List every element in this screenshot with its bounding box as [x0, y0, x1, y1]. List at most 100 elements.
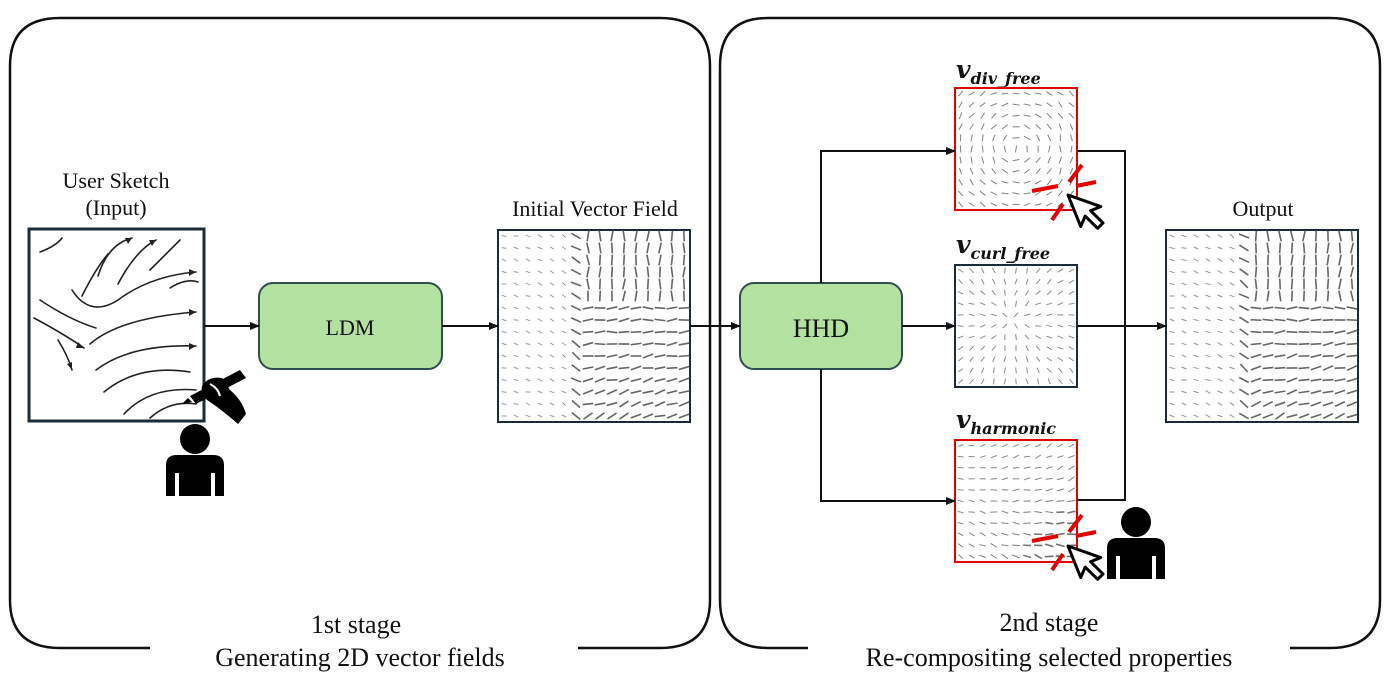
vector-glyph [1046, 112, 1053, 119]
vector-glyph [622, 254, 626, 266]
vector-glyph [968, 532, 975, 537]
vector-glyph [1349, 242, 1355, 254]
vector-glyph [1250, 330, 1262, 334]
vector-glyph [991, 334, 997, 340]
vector-glyph [1238, 256, 1250, 264]
vector-glyph [513, 342, 519, 346]
vector-glyph [1229, 390, 1235, 394]
vector-glyph [992, 278, 996, 285]
vector-glyph [1229, 378, 1235, 382]
vector-glyph [1001, 92, 1009, 95]
vector-glyph [969, 279, 974, 285]
vector-glyph [654, 366, 666, 370]
vector-glyph [1326, 290, 1330, 302]
vector-glyph [583, 412, 593, 420]
vector-glyph [654, 306, 666, 310]
vector-glyph [1068, 357, 1075, 362]
vector-glyph [1346, 364, 1358, 372]
vector-glyph [1217, 342, 1223, 346]
vector-glyph [1229, 257, 1235, 263]
vector-glyph [1262, 390, 1274, 394]
vector-glyph [1056, 477, 1064, 481]
vector-glyph [1035, 124, 1042, 130]
vector-glyph [1004, 289, 1006, 296]
vector-glyph [1286, 377, 1298, 383]
vector-glyph [1045, 532, 1054, 536]
vector-glyph [1217, 354, 1223, 358]
vector-glyph [1035, 168, 1041, 175]
vector-glyph [1002, 443, 1008, 448]
vector-glyph [1314, 254, 1318, 266]
vector-glyph [1057, 443, 1064, 448]
vector-glyph [1266, 266, 1270, 278]
vector-glyph [1193, 234, 1199, 238]
vector-glyph [1262, 354, 1274, 358]
vector-glyph [1314, 290, 1318, 302]
vector-glyph [1169, 378, 1175, 382]
vector-glyph [1046, 91, 1053, 96]
vector-glyph [1045, 477, 1053, 480]
vector-glyph [537, 330, 543, 334]
vector-glyph [618, 330, 630, 334]
vector-glyph [1025, 301, 1030, 307]
vector-glyph [1310, 389, 1322, 395]
vector-glyph [1035, 302, 1042, 306]
vector-glyph [1322, 318, 1334, 322]
vector-glyph [990, 477, 998, 480]
vector-glyph [1181, 354, 1187, 358]
arrow-hhd-to-div-free [820, 147, 956, 283]
vector-glyph [1068, 279, 1075, 284]
vector-glyph [1217, 318, 1223, 322]
vector-glyph [630, 400, 642, 408]
vector-glyph [622, 266, 626, 278]
vector-glyph [1012, 169, 1020, 173]
vector-glyph [598, 290, 602, 302]
vector-glyph [969, 178, 974, 186]
vector-glyph [1274, 366, 1286, 370]
vector-glyph [1012, 181, 1020, 184]
vector-glyph [1025, 378, 1029, 385]
vector-glyph [979, 499, 986, 503]
vector-glyph [654, 318, 666, 322]
vector-glyph [586, 242, 590, 254]
vector-glyph [1266, 290, 1270, 302]
harmonic-panel [954, 439, 1078, 563]
vector-glyph [957, 356, 964, 362]
vector-glyph [1046, 268, 1052, 273]
vector-glyph [1001, 477, 1009, 481]
vector-glyph [621, 278, 627, 290]
vector-glyph [1193, 378, 1199, 382]
vector-glyph [549, 402, 555, 406]
vector-glyph [594, 377, 606, 383]
vector-glyph [1181, 306, 1187, 310]
vector-glyph [549, 270, 555, 274]
vector-glyph [1014, 356, 1018, 363]
vector-glyph [525, 414, 531, 418]
vector-glyph [646, 242, 650, 254]
vector-glyph [979, 324, 986, 328]
vector-glyph [1045, 511, 1054, 514]
vector-glyph [1229, 342, 1235, 346]
vector-glyph [501, 258, 507, 262]
vector-glyph [1250, 306, 1262, 310]
vector-glyph [1277, 230, 1283, 242]
vector-glyph [1036, 367, 1040, 374]
vector-glyph [1322, 306, 1334, 310]
vector-glyph [980, 112, 986, 119]
vector-glyph [670, 230, 674, 242]
vector-glyph [537, 306, 543, 310]
vector-glyph [1015, 367, 1017, 374]
vector-glyph [1012, 114, 1020, 117]
vector-glyph [1229, 282, 1235, 286]
vector-glyph [979, 444, 986, 448]
vector-glyph [1068, 302, 1075, 305]
stage2-title: 2nd stage [1000, 608, 1099, 637]
vector-glyph [1181, 366, 1187, 370]
vector-glyph [537, 390, 543, 394]
vector-glyph [1012, 488, 1020, 492]
vector-glyph [979, 510, 986, 514]
vector-glyph [1024, 313, 1031, 317]
vector-glyph [1057, 290, 1064, 295]
vector-glyph [1298, 342, 1310, 346]
vector-glyph [1034, 553, 1043, 560]
